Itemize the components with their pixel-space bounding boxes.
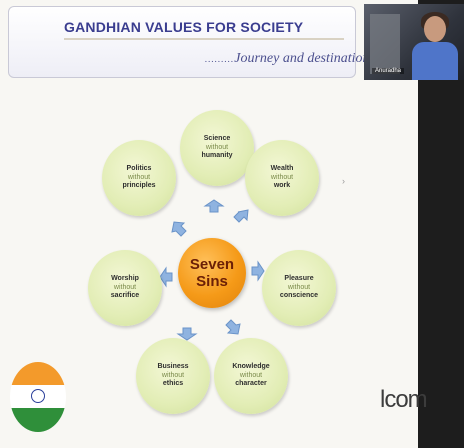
participant-body	[412, 42, 458, 80]
video-thumbnail[interactable]: Anuradha	[364, 4, 464, 80]
center-line-1: Seven	[189, 255, 235, 273]
sin-subject: Business	[157, 362, 189, 370]
seven-sins-diagram: Science without humanity Wealth without …	[88, 110, 336, 414]
sin-object: ethics	[162, 380, 184, 388]
arrow-icon	[159, 266, 173, 288]
sin-subject: Science	[203, 134, 231, 142]
sin-connector: without	[205, 143, 229, 151]
sin-object: humanity	[201, 152, 233, 160]
sin-object: work	[273, 182, 291, 190]
sin-subject: Wealth	[270, 164, 294, 172]
sin-subject: Knowledge	[232, 362, 270, 370]
background-shelf	[370, 14, 400, 74]
sin-subject: Politics	[126, 164, 152, 172]
presentation-slide: GANDHIAN VALUES FOR SOCIETY .........Jou…	[8, 6, 370, 432]
sin-connector: without	[270, 173, 294, 181]
seven-sins-center: Seven Sins	[178, 238, 246, 308]
sin-object: character	[235, 380, 267, 388]
slide-title: GANDHIAN VALUES FOR SOCIETY	[64, 19, 304, 35]
sin-subject: Worship	[111, 274, 139, 282]
sin-knowledge-without-character: Knowledge without character	[214, 338, 288, 414]
arrow-icon	[176, 327, 198, 341]
sin-object: sacrifice	[110, 292, 140, 300]
sin-worship-without-sacrifice: Worship without sacrifice	[88, 250, 162, 326]
background-welcome-text: lcom	[380, 386, 428, 413]
participant-avatar	[424, 16, 446, 42]
sin-object: conscience	[279, 292, 319, 300]
sin-connector: without	[161, 371, 185, 379]
arrow-icon	[203, 199, 225, 213]
center-line-2: Sins	[196, 273, 228, 290]
arrow-icon	[171, 221, 187, 237]
title-banner: GANDHIAN VALUES FOR SOCIETY .........Jou…	[8, 6, 370, 78]
indian-flag-icon	[10, 362, 66, 432]
sin-connector: without	[239, 371, 263, 379]
subtitle-dots: .........	[205, 54, 235, 64]
stray-mark: ›	[342, 176, 345, 186]
sin-politics-without-principles: Politics without principles	[102, 140, 176, 216]
sin-connector: without	[127, 173, 151, 181]
cycle-arrows	[159, 199, 265, 341]
sin-connector: without	[113, 283, 137, 291]
title-divider	[64, 38, 344, 40]
sin-science-without-humanity: Science without humanity	[180, 110, 254, 186]
arrow-icon	[251, 260, 265, 282]
sin-object: principles	[122, 182, 156, 190]
subtitle-text: Journey and destination	[234, 51, 370, 66]
sin-pleasure-without-conscience: Pleasure without conscience	[262, 250, 336, 326]
slide-subtitle: .........Journey and destination	[205, 51, 370, 67]
arrow-icon	[225, 319, 241, 335]
sin-subject: Pleasure	[284, 274, 314, 282]
sin-wealth-without-work: Wealth without work	[245, 140, 319, 216]
sin-business-without-ethics: Business without ethics	[136, 338, 210, 414]
participant-name-label: Anuradha	[372, 68, 405, 74]
sin-connector: without	[287, 283, 311, 291]
arrow-icon	[233, 209, 249, 223]
